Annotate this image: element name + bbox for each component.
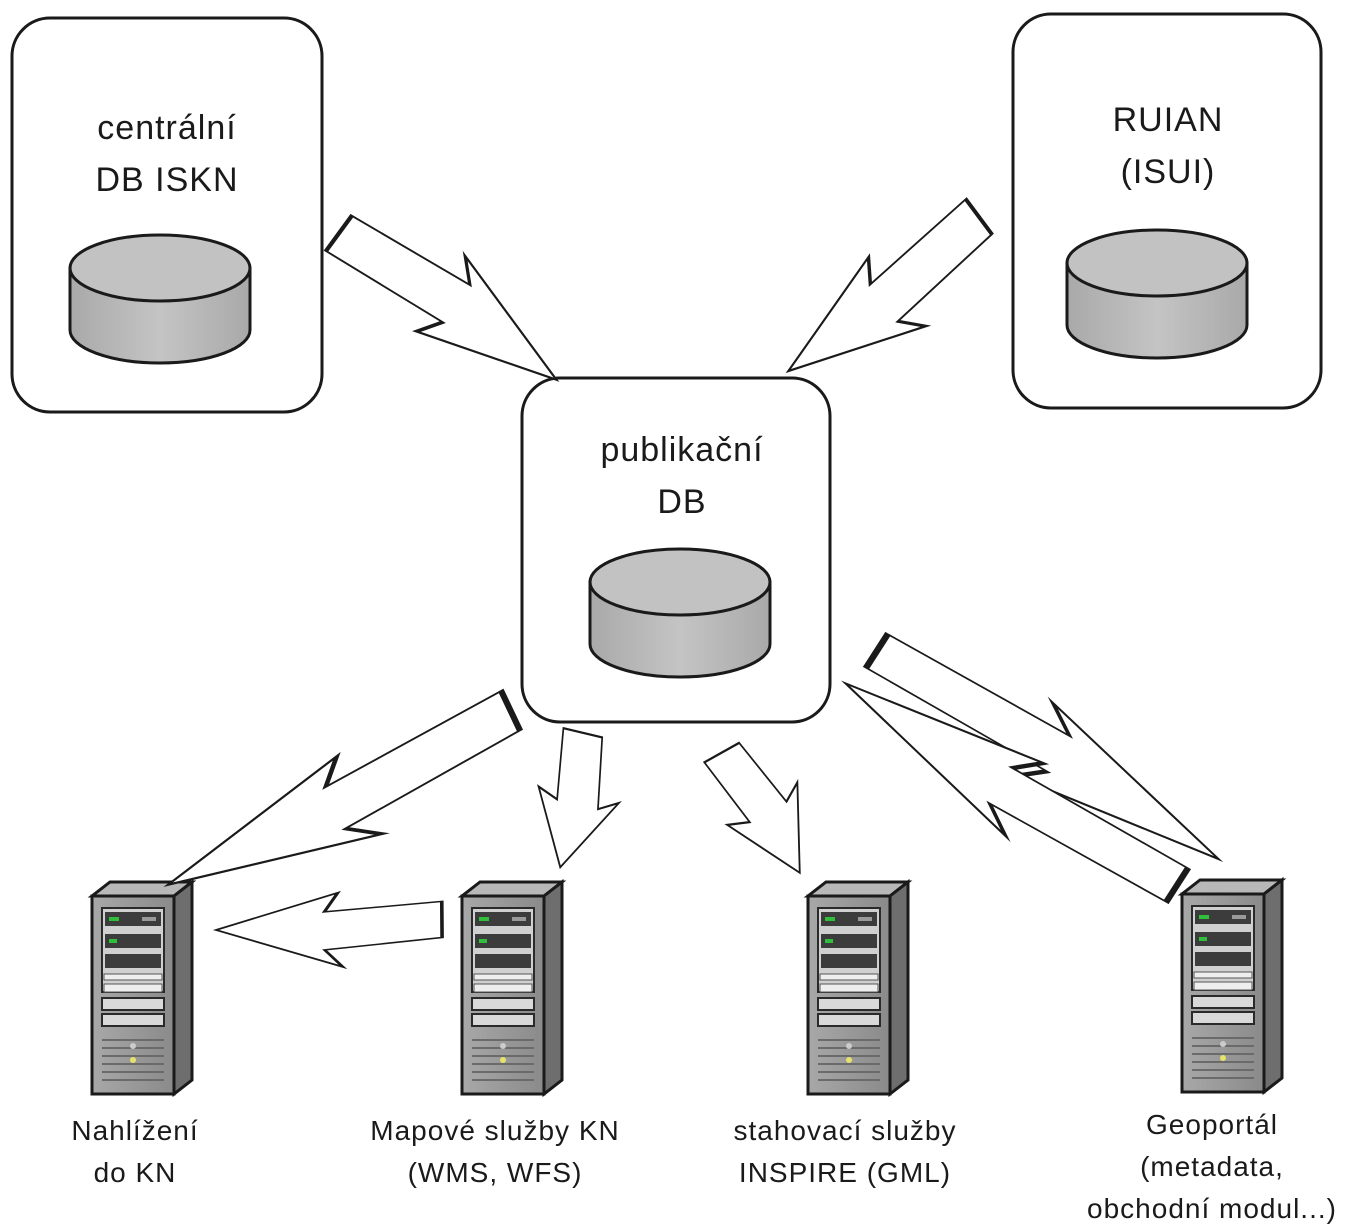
db-ruian-label: RUIAN (ISUI) bbox=[1023, 94, 1313, 198]
server-stahovaci-line-2: INSPIRE (GML) bbox=[738, 1157, 952, 1188]
server-stahovaci-line-1: stahovací služby bbox=[733, 1115, 957, 1146]
arrow-ruian-to-publikacni bbox=[760, 188, 1015, 410]
db-iskn-line-1: centrální bbox=[97, 109, 237, 147]
server-geoportal-label: Geoportál (metadata, obchodní modul...) bbox=[1062, 1104, 1362, 1230]
server-stahovaci-icon bbox=[806, 880, 910, 1096]
server-mapove-label: Mapové služby KN (WMS, WFS) bbox=[335, 1110, 655, 1194]
arrow-publikacni-to-mapove bbox=[520, 724, 634, 879]
db-ruian-line-1: RUIAN bbox=[1112, 101, 1224, 139]
server-geoportal-icon bbox=[1180, 878, 1284, 1094]
server-nahlizeni-icon bbox=[90, 880, 194, 1096]
db-ruian-line-2: (ISUI) bbox=[1120, 153, 1216, 191]
server-stahovaci-label: stahovací služby INSPIRE (GML) bbox=[695, 1110, 995, 1194]
server-nahlizeni-line-2: do KN bbox=[93, 1157, 177, 1188]
server-mapove-line-1: Mapové služby KN bbox=[370, 1115, 620, 1146]
server-geoportal-line-3: obchodní modul...) bbox=[1087, 1193, 1337, 1224]
server-mapove-icon bbox=[460, 880, 564, 1096]
db-publikacni-line-1: publikační bbox=[600, 431, 764, 469]
server-nahlizeni-label: Nahlížení do KN bbox=[20, 1110, 250, 1194]
db-publikacni-cylinder-icon bbox=[588, 547, 772, 679]
arrow-publikacni-to-stahovaci bbox=[694, 726, 838, 894]
server-geoportal-line-2: (metadata, bbox=[1140, 1151, 1284, 1182]
db-iskn-line-2: DB ISKN bbox=[95, 161, 239, 199]
server-nahlizeni-line-1: Nahlížení bbox=[71, 1115, 199, 1146]
db-iskn-cylinder-icon bbox=[68, 233, 252, 365]
db-publikacni-label: publikační DB bbox=[532, 424, 832, 528]
db-publikacni-line-2: DB bbox=[657, 483, 707, 521]
db-iskn-label: centrální DB ISKN bbox=[22, 102, 312, 206]
db-ruian-cylinder-icon bbox=[1065, 228, 1249, 360]
server-mapove-line-2: (WMS, WFS) bbox=[407, 1157, 583, 1188]
arrow-mapove-to-nahlizeni bbox=[213, 890, 445, 970]
server-geoportal-line-1: Geoportál bbox=[1146, 1109, 1278, 1140]
